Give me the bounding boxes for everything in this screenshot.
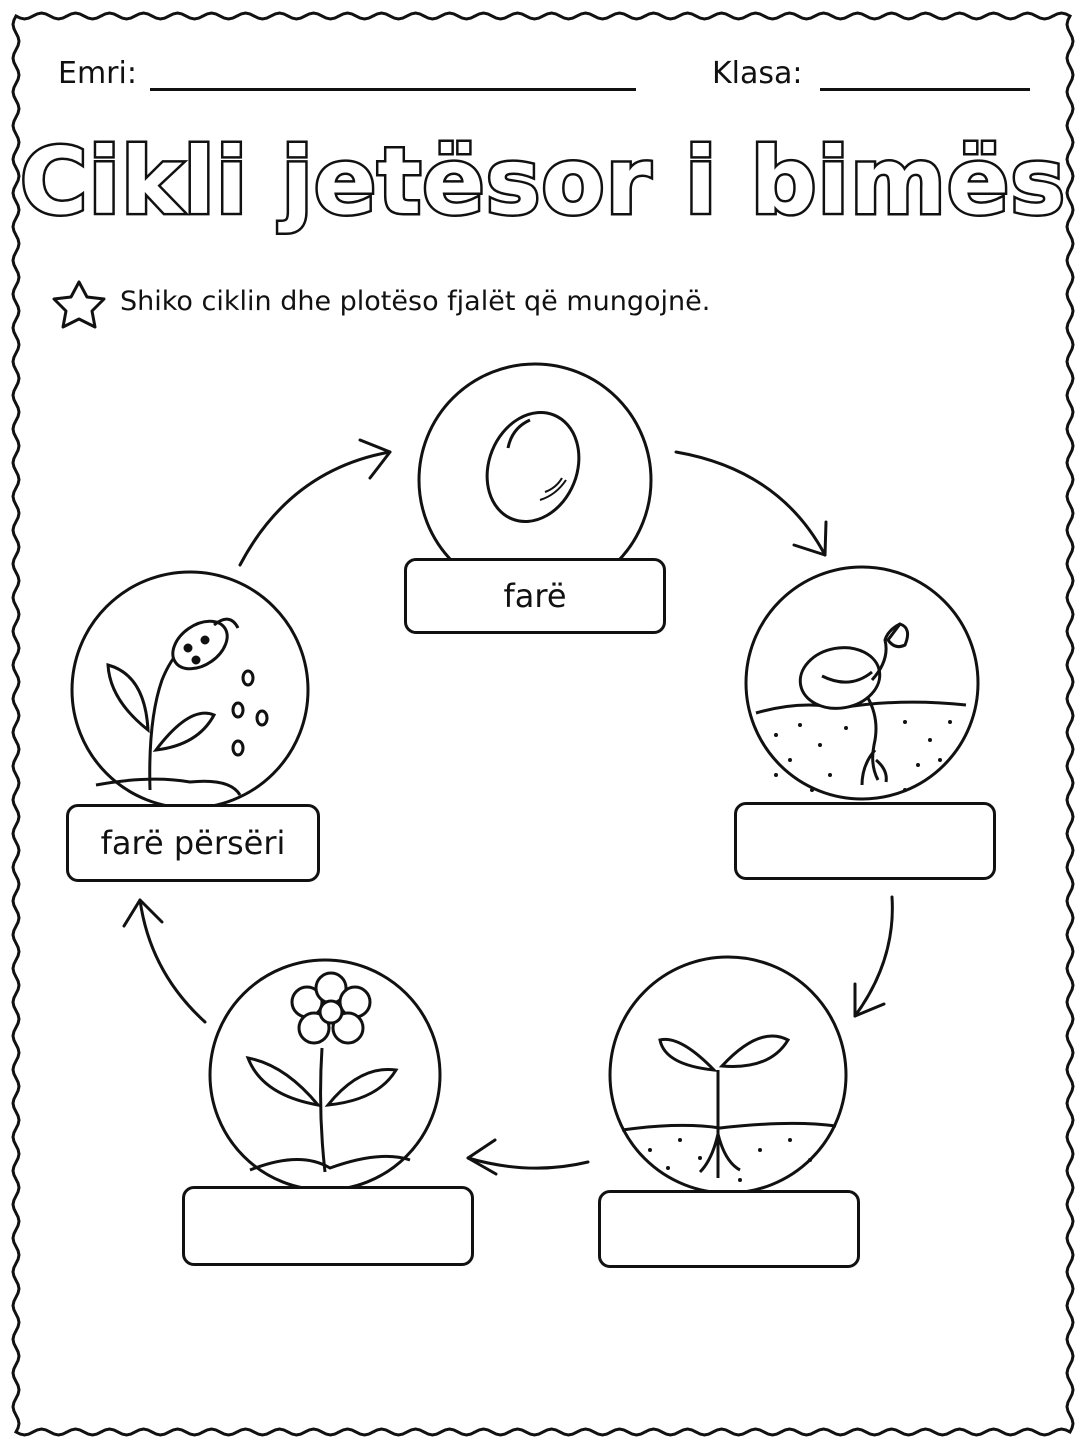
flower-head bbox=[290, 971, 372, 1045]
arrow-flower-to-seeds-again bbox=[122, 898, 207, 1024]
stage-seed-pod-plant bbox=[70, 570, 310, 810]
arrow-sprout-to-seedling bbox=[853, 895, 894, 1018]
class-answer-line[interactable] bbox=[820, 88, 1030, 91]
seed-icon bbox=[485, 411, 581, 523]
label-box-seed-pod-plant[interactable]: farë përsëri bbox=[66, 804, 320, 882]
star-icon bbox=[52, 280, 106, 329]
arrow-seeds-again-to-seed bbox=[238, 438, 392, 567]
cycle-arrows bbox=[122, 438, 894, 1176]
label-box-flowering-plant[interactable] bbox=[182, 1186, 474, 1266]
label-box-sprouting-seed[interactable] bbox=[734, 802, 996, 880]
instruction-text: Shiko ciklin dhe plotëso fjalët që mungo… bbox=[120, 286, 711, 317]
label-box-seed[interactable]: farë bbox=[404, 558, 666, 634]
arrow-seedling-to-flower bbox=[466, 1138, 590, 1176]
name-label: Emri: bbox=[58, 56, 137, 91]
seedling-icon bbox=[621, 1034, 837, 1182]
page-border bbox=[11, 11, 1075, 1437]
flowering-plant-icon bbox=[245, 971, 411, 1173]
seed-pod-plant-icon bbox=[95, 617, 269, 796]
sprouting-seed-icon bbox=[755, 622, 967, 792]
stage-seedling bbox=[608, 955, 848, 1195]
class-label: Klasa: bbox=[712, 56, 803, 91]
arrow-seed-to-sprout bbox=[674, 450, 828, 557]
stage-sprouting-seed bbox=[744, 565, 980, 801]
label-box-seedling[interactable] bbox=[598, 1190, 860, 1268]
stage-flowering-plant bbox=[208, 958, 442, 1192]
worksheet-title: Cikli jetësor i bimës bbox=[18, 126, 1068, 238]
name-answer-line[interactable] bbox=[150, 88, 636, 91]
